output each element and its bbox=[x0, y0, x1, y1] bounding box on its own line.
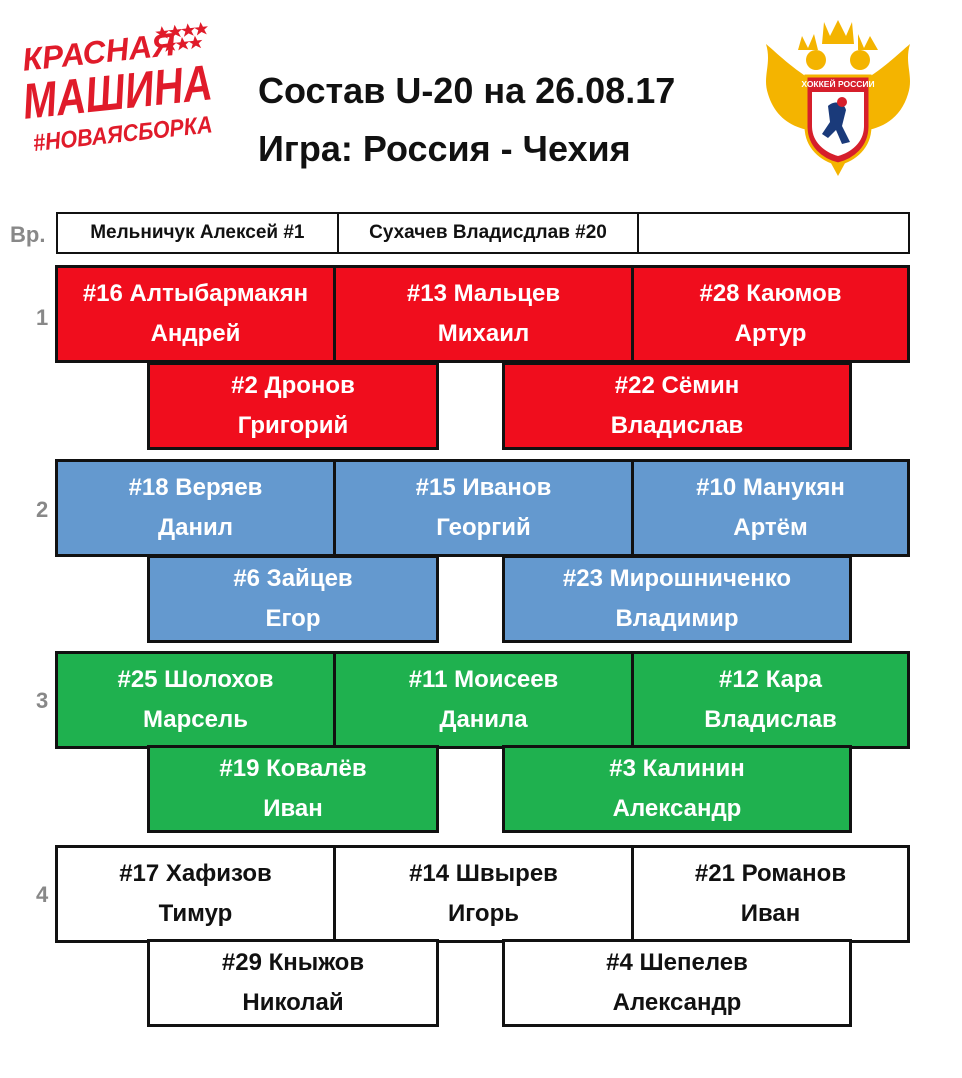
hockey-russia-emblem: ХОККЕЙ РОССИИ bbox=[766, 20, 910, 176]
player-number-surname: #11 Моисеев bbox=[408, 666, 559, 693]
player-first-name: Данил bbox=[158, 514, 233, 541]
player-number-surname: #6 Зайцев bbox=[233, 565, 353, 592]
player-first-name: Артур bbox=[734, 320, 807, 347]
player-number-surname: #28 Каюмов bbox=[699, 280, 842, 307]
player-number-surname: #10 Манукян bbox=[696, 474, 845, 501]
player-first-name: Николай bbox=[242, 989, 344, 1016]
player-number-surname: #4 Шепелев bbox=[606, 949, 748, 976]
player-number-surname: #3 Калинин bbox=[609, 755, 745, 782]
player-first-name: Андрей bbox=[150, 320, 241, 347]
player-number-surname: #29 Кныжов bbox=[221, 949, 365, 976]
player-number-surname: #13 Мальцев bbox=[406, 280, 561, 307]
player-first-name: Владислав bbox=[704, 706, 837, 733]
player-first-name: Иван bbox=[263, 795, 323, 822]
player-first-name: Владислав bbox=[610, 412, 744, 439]
player-first-name: Александр bbox=[612, 989, 742, 1016]
line-2-label: 2 bbox=[36, 497, 49, 522]
page-title: Состав U-20 на 26.08.17 bbox=[258, 70, 676, 111]
goalie-2: Сухачев Владисдлав #20 bbox=[339, 214, 640, 252]
goalies-row: Мельничук Алексей #1 Сухачев Владисдлав … bbox=[56, 212, 910, 254]
player-first-name: Михаил bbox=[437, 320, 530, 347]
player-first-name: Александр bbox=[612, 795, 742, 822]
player-first-name: Тимур bbox=[158, 900, 233, 927]
player-number-surname: #17 Хафизов bbox=[119, 860, 272, 887]
player-number-surname: #14 Швырев bbox=[409, 860, 558, 887]
player-number-surname: #2 Дронов bbox=[231, 372, 355, 399]
line-3-label: 3 bbox=[36, 688, 49, 713]
player-number-surname: #23 Мирошниченко bbox=[562, 565, 792, 592]
goalie-1: Мельничук Алексей #1 bbox=[58, 214, 339, 252]
player-first-name: Марсель bbox=[143, 706, 248, 733]
player-first-name: Георгий bbox=[436, 514, 531, 541]
player-number-surname: #12 Кара bbox=[718, 666, 822, 693]
player-number-surname: #19 Ковалёв bbox=[219, 755, 367, 782]
player-first-name: Егор bbox=[265, 605, 321, 632]
player-number-surname: #18 Веряев bbox=[128, 474, 263, 501]
crown-icon bbox=[822, 20, 854, 44]
player-first-name: Игорь bbox=[447, 900, 519, 927]
player-number-surname: #16 Алтыбармакян bbox=[82, 280, 309, 307]
player-number-surname: #22 Сёмин bbox=[614, 372, 740, 399]
page-subtitle: Игра: Россия - Чехия bbox=[258, 128, 631, 169]
emblem-text: ХОККЕЙ РОССИИ bbox=[801, 78, 874, 89]
krasnaya-mashina-logo: КРАСНАЯ МАШИНА #НОВАЯСБОРКА bbox=[20, 22, 215, 157]
player-first-name: Иван bbox=[740, 900, 801, 927]
player-number-surname: #21 Романов bbox=[694, 860, 847, 887]
goalie-3 bbox=[639, 214, 908, 252]
player-first-name: Данила bbox=[439, 706, 528, 733]
player-first-name: Григорий bbox=[237, 412, 349, 439]
player-first-name: Артём bbox=[733, 514, 808, 541]
player-first-name: Владимир bbox=[615, 605, 739, 632]
line-1-label: 1 bbox=[36, 305, 49, 330]
goalies-label: Вр. bbox=[10, 222, 46, 247]
line-4-label: 4 bbox=[36, 882, 49, 907]
player-number-surname: #15 Иванов bbox=[415, 474, 552, 501]
player-number-surname: #25 Шолохов bbox=[117, 666, 274, 693]
